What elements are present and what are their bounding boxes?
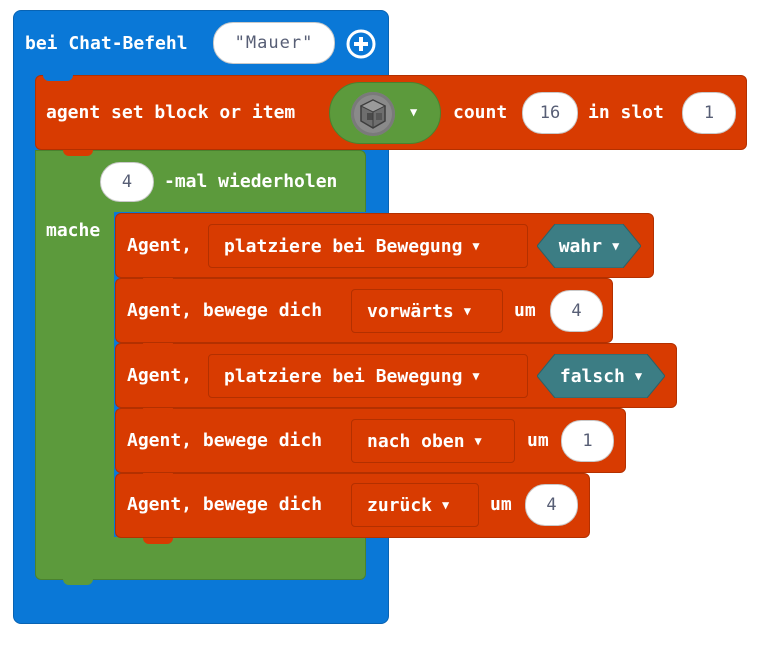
chevron-down-icon: ▼ (472, 369, 480, 383)
boolean-label: falsch (559, 365, 625, 387)
repeat-count-input[interactable]: 4 (100, 162, 154, 202)
block-notch (143, 278, 173, 284)
stone-block-icon (351, 92, 395, 136)
block-notch (143, 343, 173, 349)
count-label: count (453, 102, 508, 123)
chat-command-input[interactable]: "Mauer" (213, 22, 335, 64)
count-input[interactable]: 16 (522, 92, 578, 134)
direction-dropdown[interactable]: nach oben ▼ (351, 419, 515, 463)
agent-label: Agent, (127, 235, 193, 256)
block-notch (143, 538, 173, 544)
distance-input[interactable]: 4 (525, 484, 578, 526)
agent-move-label: Agent, bewege dich (127, 300, 323, 321)
repeat-block-left-arm (36, 212, 114, 542)
block-notch (143, 473, 173, 479)
slot-label: in slot (588, 102, 664, 123)
place-on-move-dropdown[interactable]: platziere bei Bewegung ▼ (208, 354, 528, 398)
repeat-block-bottom-arm (36, 538, 365, 579)
plus-circle-icon[interactable] (346, 29, 376, 59)
dropdown-label: platziere bei Bewegung (224, 365, 463, 387)
block-notch (63, 150, 93, 156)
place-on-move-dropdown[interactable]: platziere bei Bewegung ▼ (208, 224, 528, 268)
dropdown-label: vorwärts (367, 300, 454, 322)
block-notch (43, 75, 73, 81)
direction-dropdown[interactable]: zurück ▼ (351, 483, 479, 527)
boolean-true-dropdown[interactable]: wahr ▼ (537, 224, 641, 268)
slot-input[interactable]: 1 (682, 92, 736, 134)
by-label: um (527, 430, 549, 451)
boolean-false-dropdown[interactable]: falsch ▼ (537, 354, 665, 398)
block-notch (143, 408, 173, 414)
dropdown-label: nach oben (367, 430, 465, 452)
boolean-label: wahr (558, 235, 603, 257)
chevron-down-icon: ▼ (442, 498, 450, 512)
repeat-label: -mal wiederholen (164, 171, 338, 192)
item-dropdown[interactable]: ▼ (329, 82, 441, 144)
dropdown-label: zurück (367, 494, 433, 516)
set-item-label: agent set block or item (46, 102, 296, 123)
do-label: mache (46, 220, 101, 241)
chevron-down-icon: ▼ (472, 239, 480, 253)
chevron-down-icon: ▼ (410, 105, 418, 119)
dropdown-label: platziere bei Bewegung (224, 235, 463, 257)
agent-move-label: Agent, bewege dich (127, 430, 323, 451)
block-notch (63, 579, 93, 585)
distance-input[interactable]: 4 (550, 290, 603, 332)
event-label: bei Chat-Befehl (25, 33, 188, 54)
direction-dropdown[interactable]: vorwärts ▼ (351, 289, 503, 333)
agent-label: Agent, (127, 365, 193, 386)
distance-input[interactable]: 1 (561, 420, 614, 462)
by-label: um (490, 494, 512, 515)
chevron-down-icon: ▼ (612, 239, 620, 253)
agent-move-label: Agent, bewege dich (127, 494, 323, 515)
chevron-down-icon: ▼ (463, 304, 471, 318)
chevron-down-icon: ▼ (634, 369, 643, 383)
chevron-down-icon: ▼ (474, 434, 482, 448)
by-label: um (514, 300, 536, 321)
